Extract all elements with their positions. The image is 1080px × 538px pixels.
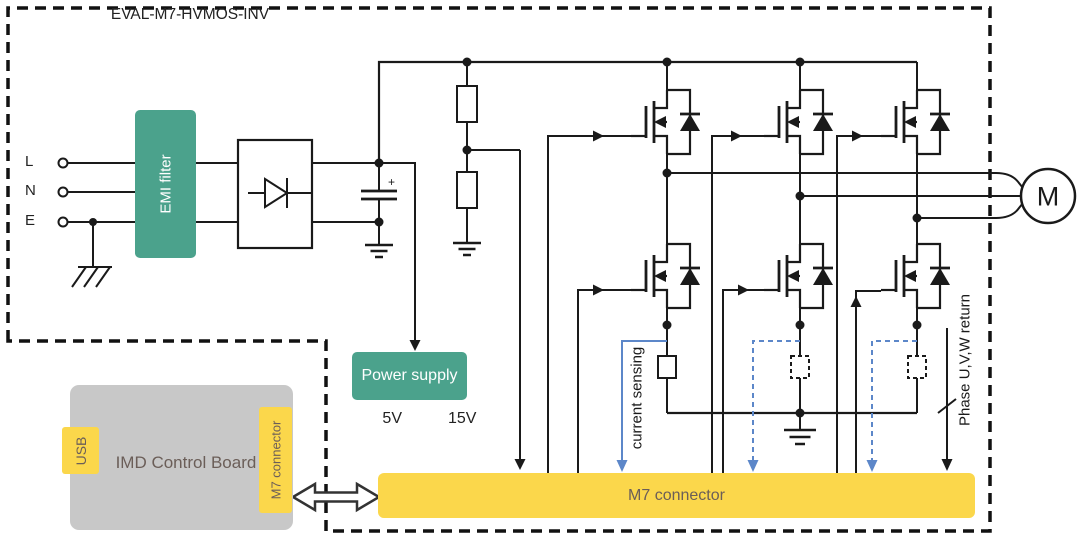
- current-sense-lines: [616, 340, 917, 472]
- phase-return-label: Phase U,V,W return: [956, 293, 974, 427]
- supply-5v-label: 5V: [382, 410, 402, 427]
- shunt-resistors: [657, 355, 927, 379]
- mosfet-high-side-w: [879, 88, 952, 156]
- junction-dots: [89, 57, 922, 418]
- phase-lines: [667, 172, 1024, 219]
- emi-to-rectifier-wires: [196, 162, 238, 223]
- rectifier-box: [236, 138, 314, 250]
- motor-label: M: [1036, 181, 1060, 212]
- motor-circle: [1019, 167, 1077, 225]
- emi-filter-block: EMI filter: [135, 110, 196, 258]
- current-sense-line-v: [752, 340, 800, 460]
- mosfet-low-side-u: [629, 242, 702, 310]
- shunt-resistor-u: [657, 355, 677, 379]
- bus-resistor-divider: [453, 62, 526, 470]
- current-sense-line-w: [871, 340, 917, 460]
- rectifier-output-wires: [312, 162, 379, 223]
- usb-port-tab: USB: [62, 427, 99, 474]
- gate-drive-lines: [547, 130, 881, 473]
- current-sense-line-u: [621, 340, 667, 462]
- terminal-e: [57, 216, 69, 228]
- resistor-bottom: [456, 171, 478, 209]
- resistor-top: [456, 85, 478, 123]
- m7-connector-bar-label: M7 connector: [628, 486, 725, 504]
- emi-filter-label: EMI filter: [157, 154, 174, 214]
- power-supply-block: Power supply: [352, 352, 467, 400]
- inverter-leg-wires: [666, 62, 918, 413]
- ac-input-wires: [57, 157, 135, 228]
- imd-control-board-label: IMD Control Board: [115, 453, 257, 473]
- dc-bus-rail: [377, 60, 917, 163]
- phase-return-line: [937, 328, 957, 471]
- terminal-label-l: L: [25, 153, 34, 170]
- usb-port-label: USB: [72, 436, 89, 465]
- bus-sense-tap-wire: [467, 149, 521, 459]
- dc-minus-rail: [667, 411, 917, 446]
- m7-bidirectional-arrow: [290, 481, 382, 513]
- m7-connector-bar: M7 connector: [378, 473, 975, 518]
- mosfet-low-side-w: [879, 242, 952, 310]
- m7-connector-tab: M7 connector: [259, 407, 292, 513]
- terminal-l: [57, 157, 69, 169]
- board-outline-dashed: [6, 6, 992, 533]
- rectifier-diode-icon: [248, 177, 312, 209]
- imd-control-board: IMD Control Board: [70, 385, 293, 530]
- terminal-n: [57, 186, 69, 198]
- current-sensing-label: current sensing: [628, 346, 646, 450]
- shunt-resistor-w-optional: [907, 355, 927, 379]
- supply-15v-label: 15V: [448, 410, 477, 427]
- capacitor-polarity: +: [388, 175, 395, 189]
- mosfet-high-side-v: [762, 88, 835, 156]
- shunt-resistor-v-optional: [790, 355, 810, 379]
- ground-icon: [784, 428, 816, 446]
- diagram-title: EVAL-M7-HVMOS-INV: [110, 6, 270, 23]
- protective-earth-icon: [71, 222, 112, 288]
- mosfet-high-side-u: [629, 88, 702, 156]
- m7-connector-tab-label: M7 connector: [268, 420, 283, 500]
- power-supply-label: Power supply: [361, 367, 458, 384]
- terminal-label-e: E: [25, 212, 36, 229]
- power-supply-feed-wire: [379, 162, 421, 351]
- mosfet-low-side-v: [762, 242, 835, 310]
- dc-link-capacitor: +: [361, 163, 397, 259]
- terminal-label-n: N: [25, 182, 36, 199]
